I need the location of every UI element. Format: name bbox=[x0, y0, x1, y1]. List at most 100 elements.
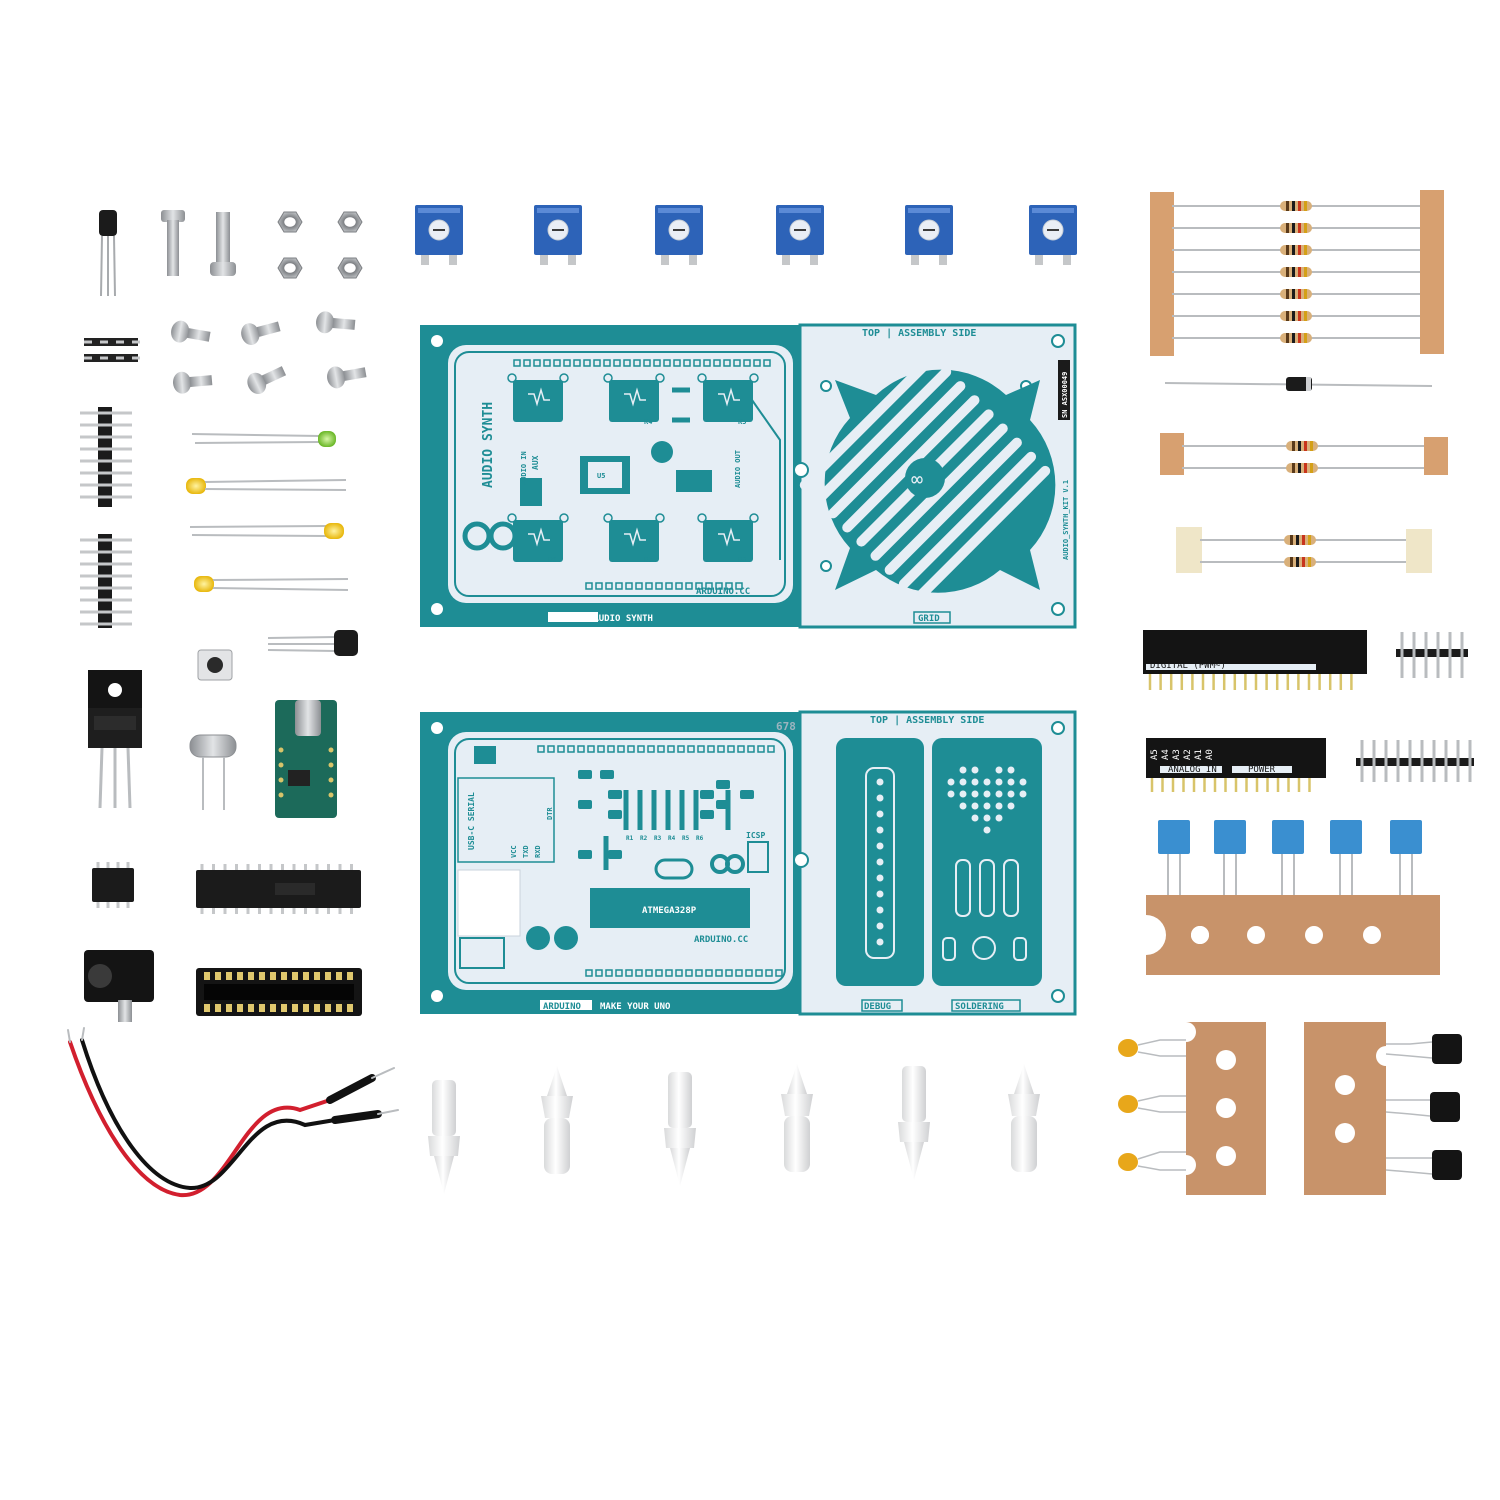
dc-barrel-jack bbox=[84, 950, 154, 1022]
trimmer-potentiometers bbox=[415, 205, 1077, 265]
synth-bottom-label: ARDUINO AUDIO SYNTH bbox=[550, 614, 653, 624]
header-power-label: POWER bbox=[1248, 765, 1276, 775]
ceramic-capacitor bbox=[1330, 820, 1362, 895]
svg-text:R1: R1 bbox=[626, 835, 634, 842]
resistor-tape-strip bbox=[1150, 190, 1444, 356]
standoff bbox=[898, 1066, 930, 1180]
svg-text:VCC: VCC bbox=[510, 845, 518, 858]
synth-site: ARDUINO.CC bbox=[696, 587, 750, 597]
component-tape-left bbox=[1118, 1022, 1266, 1195]
speaker-grille: ∞ bbox=[799, 352, 1056, 604]
solder-resistor-slots bbox=[955, 859, 1019, 917]
voltage-regulator bbox=[88, 670, 142, 809]
uno-bottom-label-a: ARDUINO bbox=[543, 1002, 582, 1012]
synth-top-label: TOP | ASSEMBLY SIDE bbox=[862, 328, 976, 339]
uno-site: ARDUINO.CC bbox=[694, 935, 748, 945]
grille-logo-icon: ∞ bbox=[911, 467, 923, 491]
sensor-component bbox=[267, 630, 358, 656]
electrolytic-capacitors bbox=[1385, 1034, 1462, 1180]
push-button bbox=[197, 649, 233, 681]
synth-side-label: AUDIO_SYNTH_KIT V.1 bbox=[1062, 480, 1070, 560]
hex-nuts bbox=[277, 211, 363, 279]
transistor-to92 bbox=[99, 210, 117, 297]
svg-text:A3: A3 bbox=[1172, 749, 1182, 760]
ceramic-capacitor bbox=[1390, 820, 1422, 895]
potentiometer bbox=[415, 205, 463, 265]
ceramic-capacitor bbox=[1214, 820, 1246, 895]
svg-text:R6: R6 bbox=[696, 835, 704, 842]
pin-header-8 bbox=[80, 407, 132, 507]
potentiometer bbox=[905, 205, 953, 265]
svg-text:A2: A2 bbox=[1183, 749, 1193, 760]
usb-c-module bbox=[275, 700, 337, 818]
left-column-parts bbox=[67, 210, 399, 1198]
uno-mcu-label: ATMEGA328P bbox=[642, 906, 697, 916]
synth-vertical-label: AUDIO SYNTH bbox=[481, 402, 496, 488]
arduino-logo bbox=[462, 521, 518, 551]
uno-resistor-labels: R1 R2 R3 R4 R5 R6 bbox=[626, 835, 704, 842]
potentiometer bbox=[1029, 205, 1077, 265]
svg-text:A0: A0 bbox=[1205, 749, 1215, 760]
ic-socket bbox=[196, 968, 362, 1016]
uno-number: 678 bbox=[776, 720, 796, 733]
synth-grid-label: GRID bbox=[918, 614, 940, 624]
plastic-standoffs bbox=[428, 1064, 1040, 1194]
machine-screw bbox=[161, 210, 185, 276]
ceramic-capacitor bbox=[1158, 820, 1190, 895]
synth-audio-out-label: AUDIO OUT bbox=[734, 450, 742, 488]
header-digital-label: DIGITAL (PWM~) bbox=[1150, 661, 1226, 671]
standoff bbox=[541, 1066, 573, 1174]
svg-text:DTR: DTR bbox=[546, 807, 554, 820]
potentiometer bbox=[534, 205, 582, 265]
machine-screw bbox=[210, 212, 236, 276]
standoff bbox=[781, 1064, 813, 1172]
svg-text:A4: A4 bbox=[1161, 749, 1171, 760]
jumper-wires bbox=[67, 1027, 399, 1198]
pin-header-long bbox=[1356, 740, 1474, 782]
resistor-pair bbox=[1160, 433, 1448, 475]
uno-pin-labels: VCC TXD RXD DTR bbox=[510, 807, 554, 858]
make-your-uno-board: USB-C SERIAL VCC TXD RXD DTR ATMEGA328P … bbox=[420, 710, 1077, 1016]
uno-top-label: TOP | ASSEMBLY SIDE bbox=[870, 715, 984, 726]
uno-bottom-label-b: MAKE YOUR UNO bbox=[600, 1002, 671, 1012]
potentiometer bbox=[776, 205, 824, 265]
led-yellow bbox=[194, 576, 349, 592]
standoff bbox=[428, 1080, 460, 1194]
atmega-chip bbox=[196, 864, 361, 914]
led-green bbox=[191, 431, 336, 447]
potentiometer bbox=[655, 205, 703, 265]
svg-text:R2: R2 bbox=[640, 835, 648, 842]
svg-text:R5: R5 bbox=[682, 835, 690, 842]
resistor-pair-light bbox=[1176, 527, 1432, 573]
synth-serial-tag: SN ASX00049 bbox=[1061, 372, 1069, 418]
uno-serial-label: USB-C SERIAL bbox=[467, 792, 476, 850]
pin-header-small bbox=[1396, 632, 1468, 678]
synth-r6: R6 bbox=[548, 556, 556, 564]
synth-r5: R5 bbox=[738, 418, 746, 426]
ceramic-capacitors bbox=[1146, 820, 1440, 975]
pin-header-2x3 bbox=[84, 338, 140, 362]
ic-dip8 bbox=[92, 862, 134, 908]
uno-debug-label: DEBUG bbox=[864, 1002, 891, 1012]
orange-led-parts bbox=[1118, 1039, 1186, 1171]
synth-r7: R7 bbox=[644, 556, 652, 564]
synth-r8: R8 bbox=[738, 556, 746, 564]
standoff bbox=[1008, 1064, 1040, 1172]
led-yellow bbox=[189, 523, 344, 539]
led-yellow bbox=[186, 478, 347, 494]
header-digital: DIGITAL (PWM~) bbox=[1143, 630, 1367, 690]
right-column-parts: DIGITAL (PWM~) ANALOG IN POWER A5 A4 A3 … bbox=[1118, 190, 1474, 1195]
svg-text:R4: R4 bbox=[668, 835, 676, 842]
synth-aux-label: AUX bbox=[531, 455, 540, 470]
crystal-oscillator bbox=[189, 734, 237, 810]
svg-text:RXD: RXD bbox=[534, 845, 542, 858]
svg-text:A1: A1 bbox=[1194, 749, 1204, 760]
header-analog-label: ANALOG IN bbox=[1168, 765, 1217, 775]
standoff bbox=[664, 1072, 696, 1186]
component-tape-right bbox=[1304, 1022, 1462, 1195]
svg-text:R3: R3 bbox=[654, 835, 662, 842]
svg-text:A5: A5 bbox=[1150, 749, 1160, 760]
synth-r4: R4 bbox=[644, 418, 652, 426]
pan-head-screws bbox=[171, 311, 367, 395]
